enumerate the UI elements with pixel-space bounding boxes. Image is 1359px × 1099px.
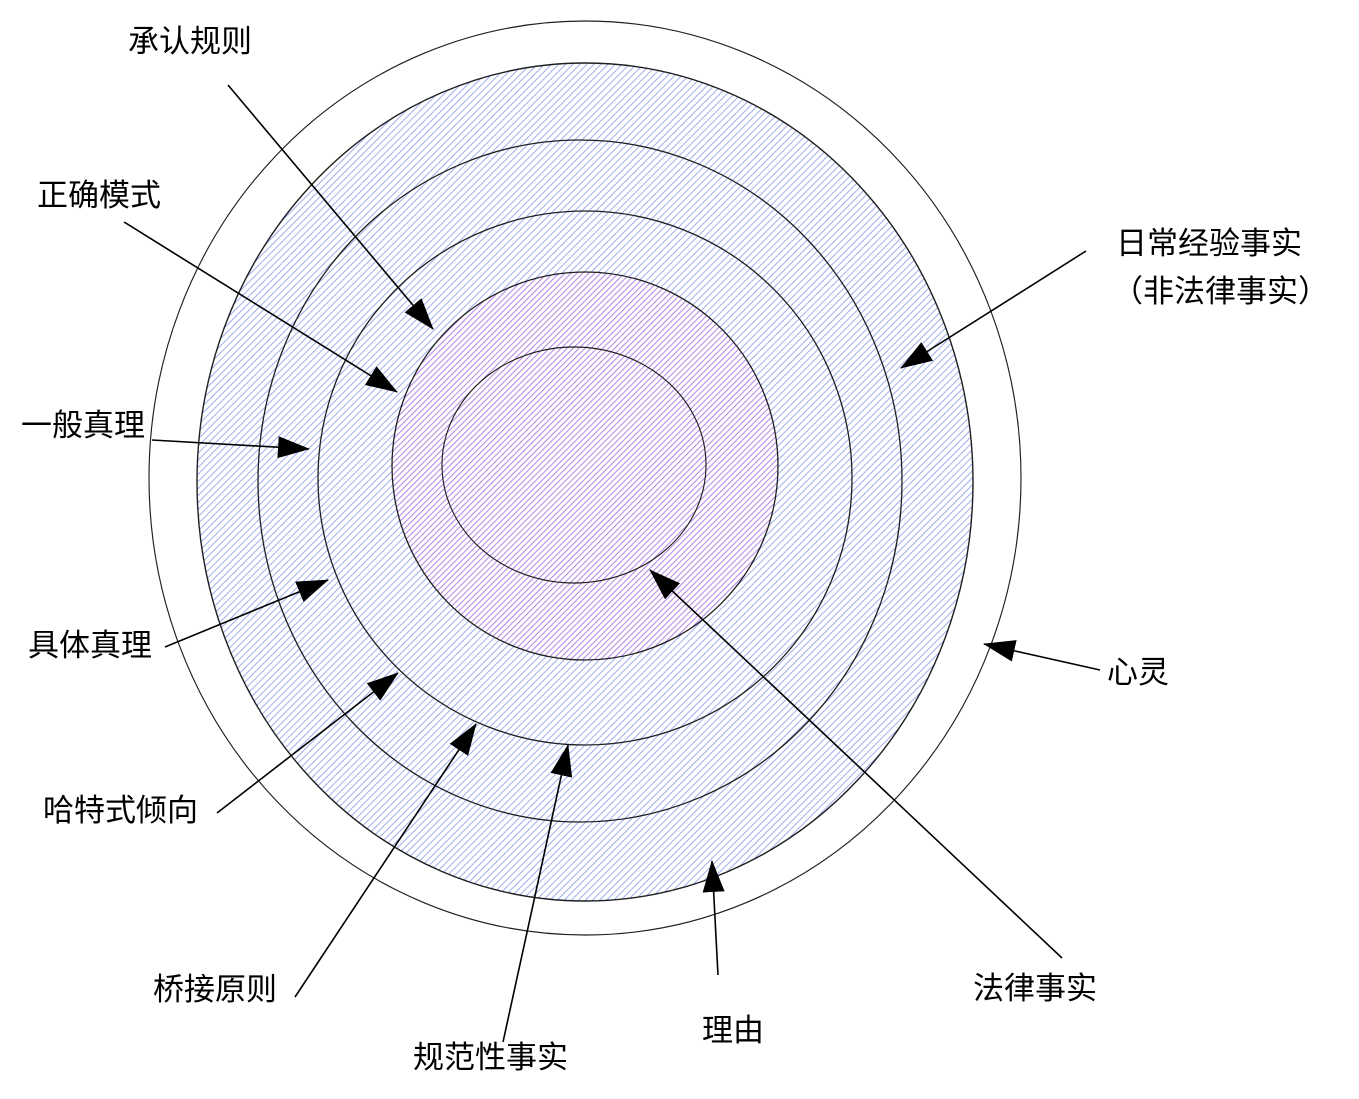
annotation-recognition-rule: 承认规则 [128, 24, 434, 330]
annotation-normative-facts: 规范性事实 [413, 744, 573, 1076]
label-legal-facts: 法律事实 [973, 971, 1097, 1007]
arrow-correct-model [123, 221, 398, 393]
ring-inner-circle [441, 346, 707, 584]
label-mind: 心灵 [1107, 655, 1169, 691]
arrow-hartian-disposition [216, 672, 399, 814]
ring-purple-hatched [391, 271, 779, 661]
annotation-reason: 理由 [702, 860, 764, 1049]
label-normative-facts: 规范性事实 [413, 1040, 568, 1076]
ring-circle-3 [257, 139, 903, 823]
annotation-general-truths: 一般真理 [21, 408, 310, 459]
ring-circle-4 [317, 210, 853, 746]
arrow-normative-facts [502, 744, 573, 1043]
arrow-legal-facts [649, 569, 1063, 959]
label-concrete-truths: 具体真理 [28, 628, 152, 664]
label-general-truths: 一般真理 [21, 408, 145, 444]
annotation-correct-model: 正确模式 [37, 178, 398, 393]
arrow-concrete-truths [164, 579, 329, 648]
label-everyday-empirical-facts: 日常经验事实（非法律事实） [1112, 226, 1329, 310]
annotation-mind: 心灵 [983, 640, 1169, 691]
label-correct-model: 正确模式 [37, 178, 161, 214]
label-hartian-disposition: 哈特式倾向 [43, 793, 198, 829]
annotation-hartian-disposition: 哈特式倾向 [43, 672, 399, 829]
arrow-recognition-rule [227, 84, 434, 330]
label-reason: 理由 [702, 1013, 764, 1049]
arrow-mind [983, 640, 1101, 671]
arrow-reason [702, 860, 725, 976]
annotation-legal-facts: 法律事实 [649, 569, 1097, 1007]
arrow-general-truths [151, 436, 310, 459]
arrow-everyday-empirical-facts [900, 250, 1087, 369]
annotation-bridging-principle: 桥接原则 [153, 723, 477, 1008]
annotation-concrete-truths: 具体真理 [28, 579, 329, 664]
label-bridging-principle: 桥接原则 [153, 972, 277, 1008]
arrow-bridging-principle [294, 723, 477, 998]
label-recognition-rule: 承认规则 [128, 24, 252, 60]
